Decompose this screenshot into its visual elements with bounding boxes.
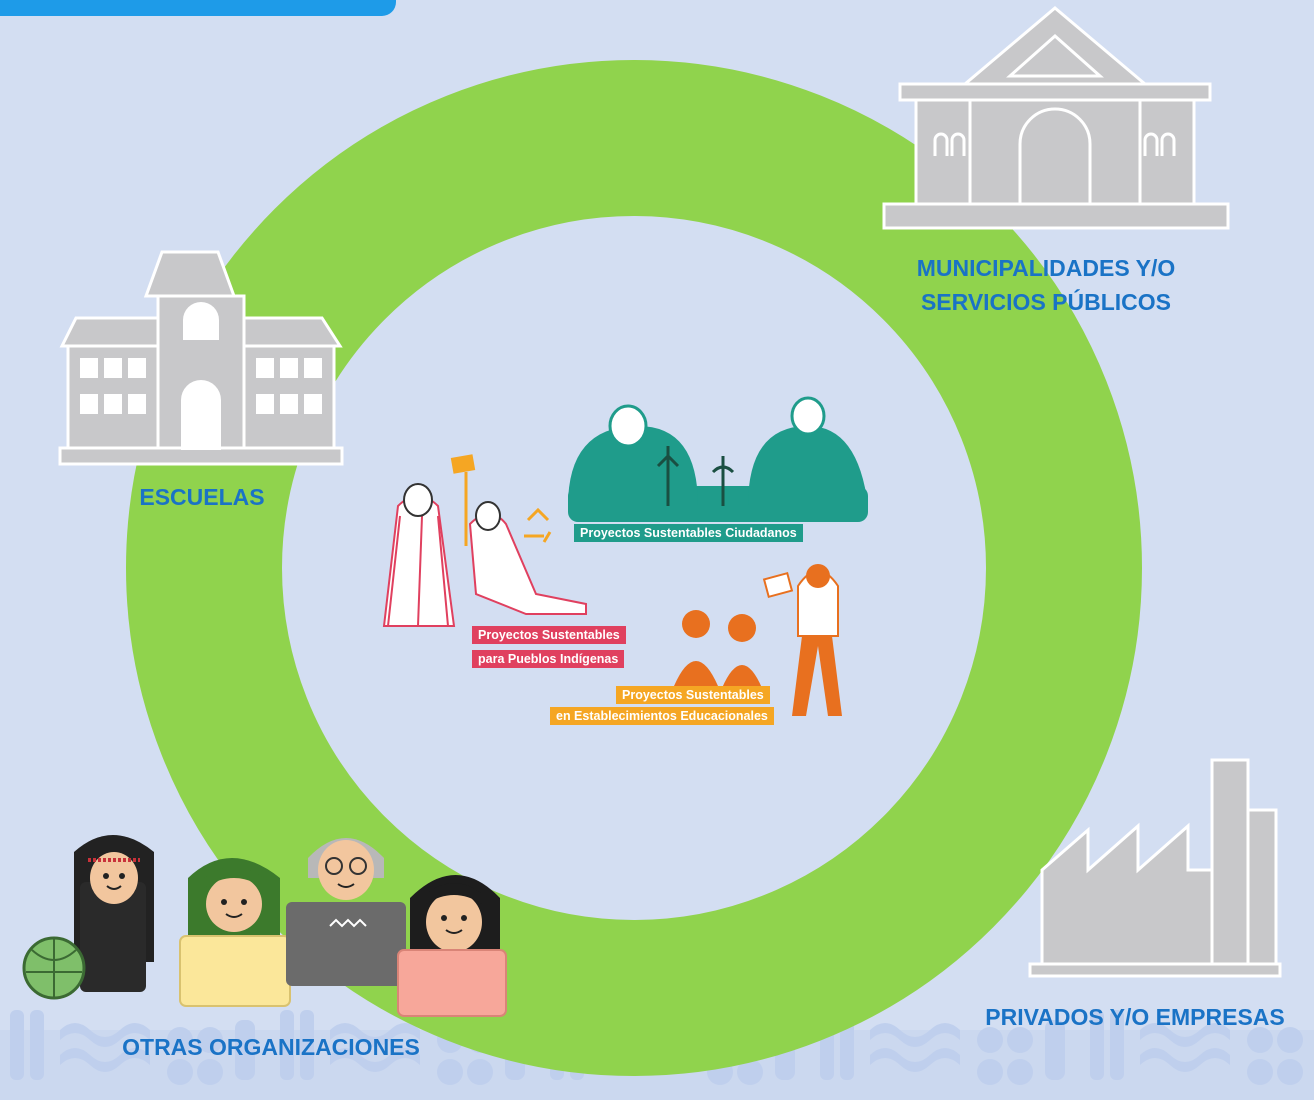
factory-icon [1028, 758, 1282, 978]
label-privados: PRIVADOS Y/O EMPRESAS [985, 1004, 1285, 1030]
badge-educacionales-line2: en Establecimientos Educacionales [550, 707, 774, 725]
badge-indigenas-line1: Proyectos Sustentables [472, 626, 626, 644]
label-municipalidades-line1: MUNICIPALIDADES Y/O [916, 255, 1176, 281]
label-escuelas: ESCUELAS [139, 484, 265, 510]
school-building-icon [58, 250, 344, 466]
label-municipalidades: MUNICIPALIDADES Y/O SERVICIOS PÚBLICOS [878, 251, 1214, 319]
center-illustration [382, 396, 868, 716]
badge-indigenas-line2: para Pueblos Indígenas [472, 650, 625, 668]
badge-educacionales-line1: Proyectos Sustentables [616, 686, 770, 704]
government-building-icon [882, 6, 1230, 230]
label-otras-organizaciones: OTRAS ORGANIZACIONES [122, 1034, 420, 1060]
label-municipalidades-line2: SERVICIOS PÚBLICOS [920, 289, 1172, 315]
top-accent-tab [0, 0, 396, 16]
badge-ciudadanos: Proyectos Sustentables Ciudadanos [574, 524, 803, 542]
community-people-icon [22, 835, 507, 1017]
